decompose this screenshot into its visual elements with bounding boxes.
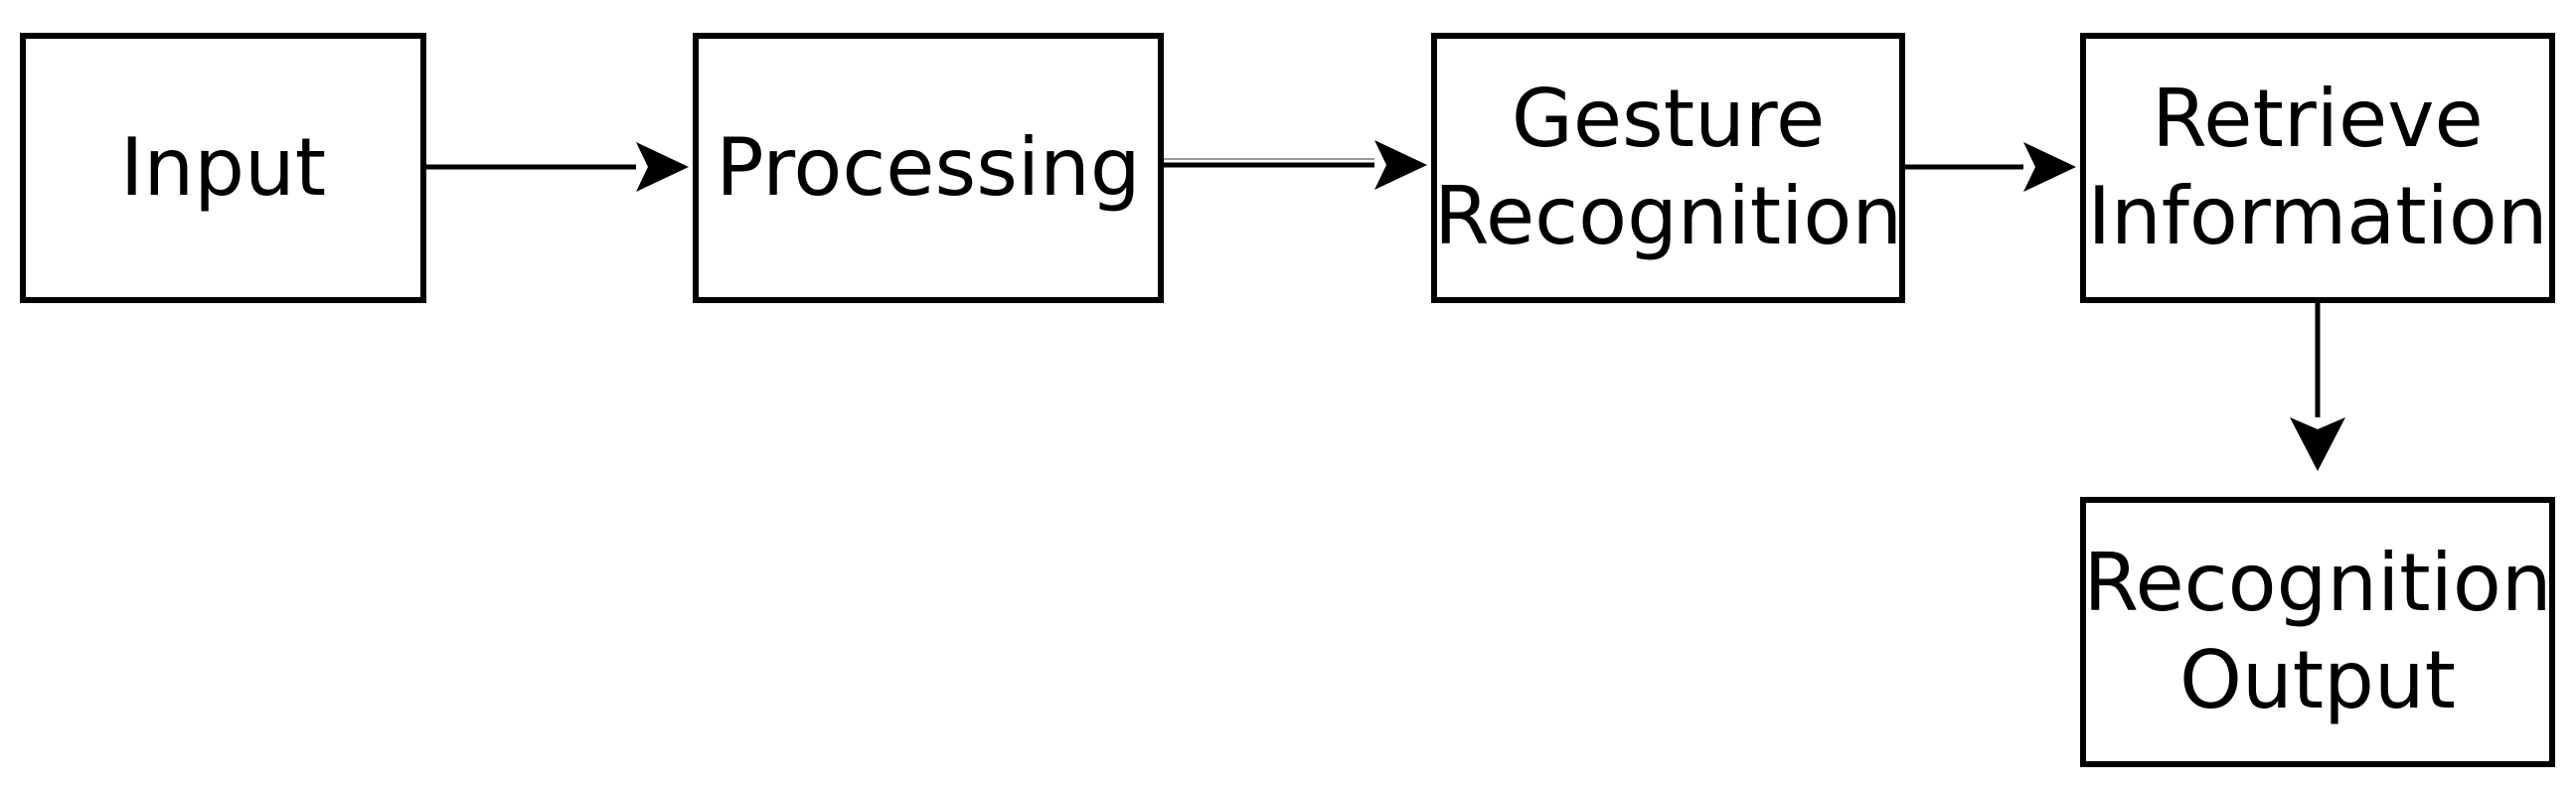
recognition-output-label-line-2: Output (2179, 634, 2456, 726)
processing-node: Processing (693, 33, 1164, 303)
input-node-label: Input (119, 121, 327, 214)
retrieve-information-label-line-1: Retrieve (2152, 73, 2484, 165)
retrieve-information-node: Retrieve Information (2080, 33, 2555, 303)
recognition-output-label-line-1: Recognition (2083, 537, 2552, 629)
input-node: Input (20, 33, 426, 303)
arrow-input-to-processing (426, 142, 689, 192)
gesture-recognition-label-line-2: Recognition (1433, 170, 1903, 262)
recognition-output-node: Recognition Output (2080, 497, 2555, 767)
gesture-recognition-label-line-1: Gesture (1511, 73, 1826, 165)
retrieve-information-label-line-2: Information (2087, 170, 2548, 262)
gesture-recognition-node: Gesture Recognition (1431, 33, 1905, 303)
arrow-processing-to-gesture (1164, 140, 1427, 190)
arrow-retrieve-to-output (2290, 303, 2345, 471)
processing-node-label: Processing (716, 121, 1141, 214)
arrow-gesture-to-retrieve (1905, 142, 2076, 192)
